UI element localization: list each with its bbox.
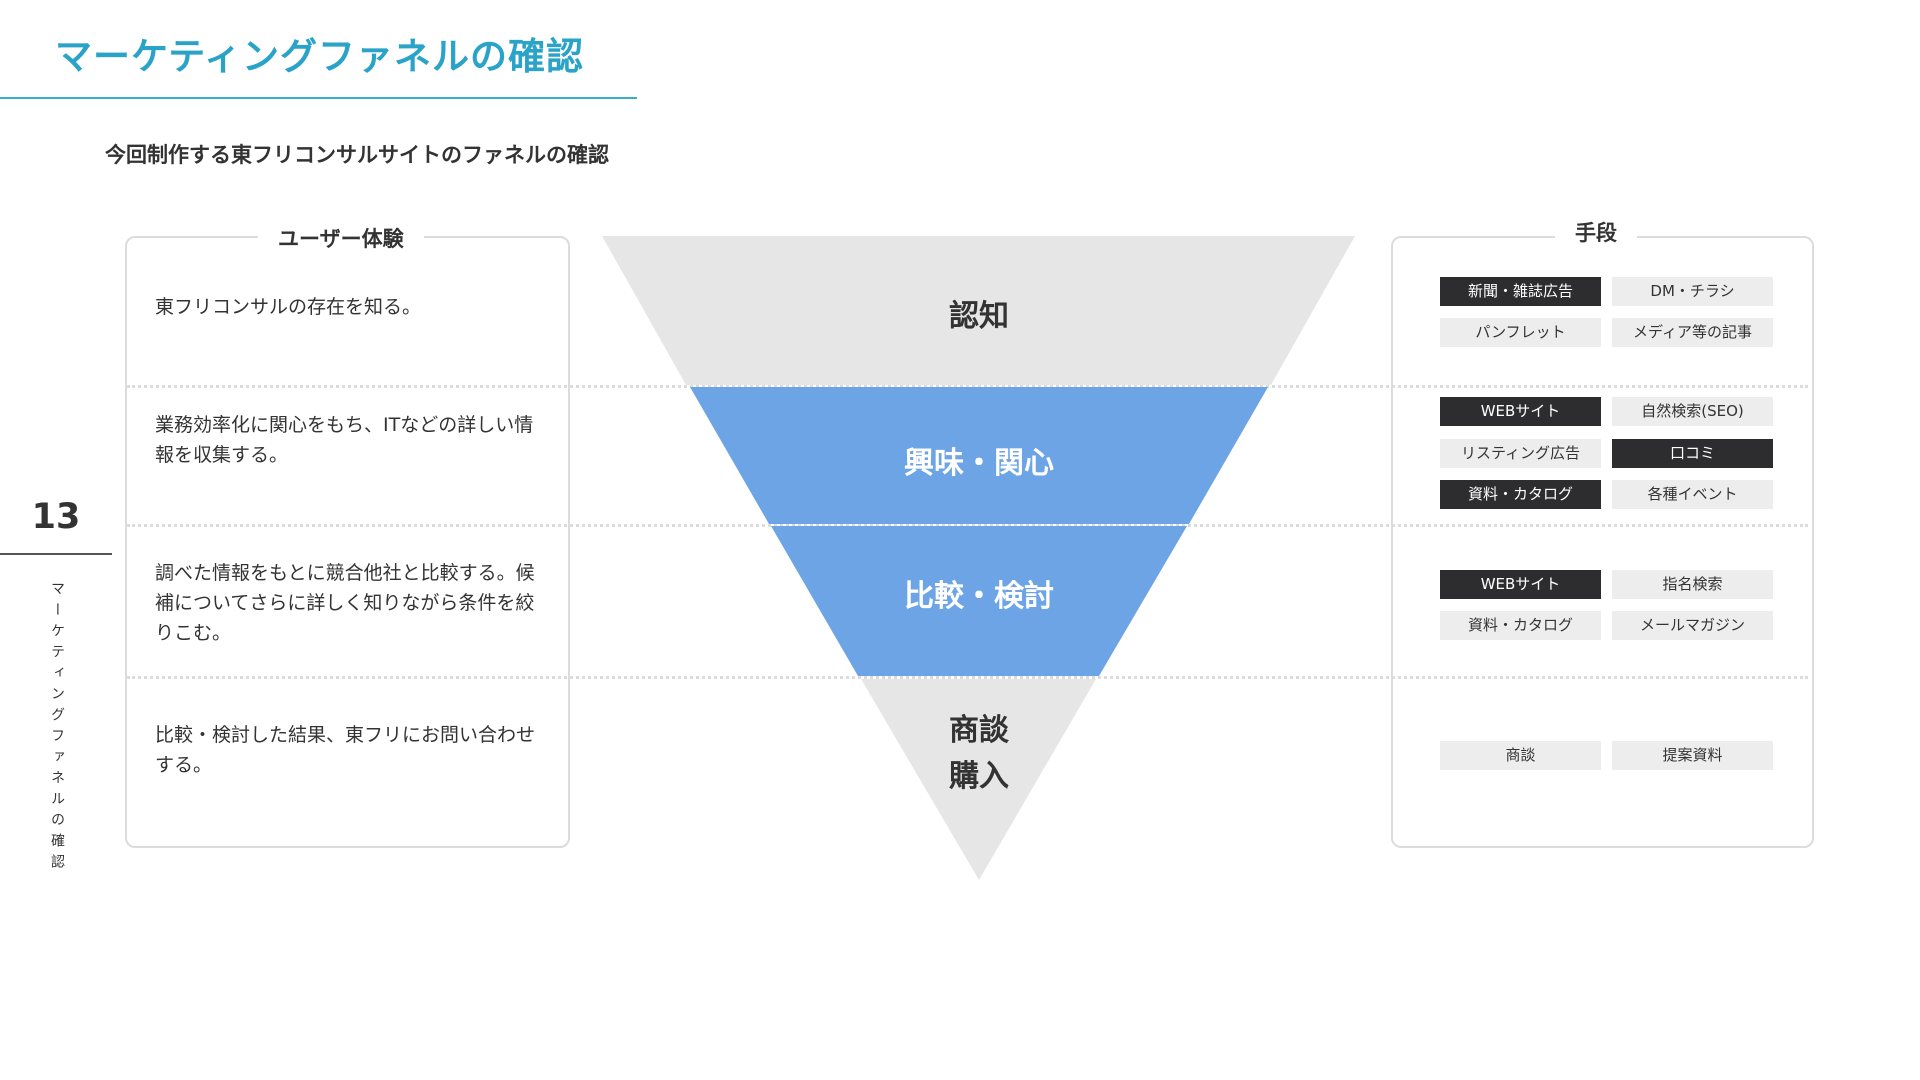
means-title: 手段 — [1555, 217, 1637, 247]
means-tag: メディア等の記事 — [1612, 318, 1773, 347]
section-label: マーケティングファネルの確認 — [49, 581, 65, 875]
stage-label-purchase: 商談 購入 — [949, 713, 1009, 794]
stage-label-awareness: 認知 — [949, 299, 1009, 334]
funnel-stage-comparison — [771, 526, 1187, 676]
ux-item-purchase: 比較・検討した結果、東フリにお問い合わせする。 — [155, 724, 536, 776]
funnel-stage-interest — [690, 387, 1268, 524]
page-number: 13 — [31, 497, 81, 537]
means-tag: リスティング広告 — [1440, 439, 1601, 468]
stage-divider — [127, 524, 1808, 527]
means-tag: WEBサイト — [1440, 397, 1601, 426]
means-tag: 資料・カタログ — [1440, 480, 1601, 509]
stage-label-comparison: 比較・検討 — [904, 579, 1054, 614]
stage-divider — [127, 385, 1808, 388]
page-subtitle: 今回制作する東フリコンサルサイトのファネルの確認 — [105, 143, 609, 167]
means-tag: 各種イベント — [1612, 480, 1773, 509]
stage-divider — [127, 676, 1808, 679]
means-tag: 口コミ — [1612, 439, 1773, 468]
ux-item-awareness: 東フリコンサルの存在を知る。 — [155, 296, 422, 318]
ux-item-interest: 業務効率化に関心をもち、ITなどの詳しい情報を収集する。 — [155, 414, 534, 466]
funnel-stage-awareness — [602, 236, 1355, 385]
stage-label-interest: 興味・関心 — [904, 446, 1054, 481]
means-tag: DM・チラシ — [1612, 277, 1773, 306]
ux-item-comparison: 調べた情報をもとに競合他社と比較する。候補についてさらに詳しく知りながら条件を絞… — [155, 562, 535, 644]
means-tag: 提案資料 — [1612, 741, 1773, 770]
means-tag: メールマガジン — [1612, 611, 1773, 640]
page-title: マーケティングファネルの確認 — [55, 35, 585, 78]
means-tag: 新聞・雑誌広告 — [1440, 277, 1601, 306]
page-number-rule — [0, 553, 112, 555]
means-tag: 資料・カタログ — [1440, 611, 1601, 640]
means-tag: 商談 — [1440, 741, 1601, 770]
means-tag: パンフレット — [1440, 318, 1601, 347]
user-experience-panel — [125, 236, 570, 848]
means-tag: 自然検索(SEO) — [1612, 397, 1773, 426]
means-tag: 指名検索 — [1612, 570, 1773, 599]
title-underline — [0, 97, 637, 99]
funnel-stage-purchase — [861, 679, 1096, 880]
user-experience-title: ユーザー体験 — [258, 223, 424, 253]
means-tag: WEBサイト — [1440, 570, 1601, 599]
